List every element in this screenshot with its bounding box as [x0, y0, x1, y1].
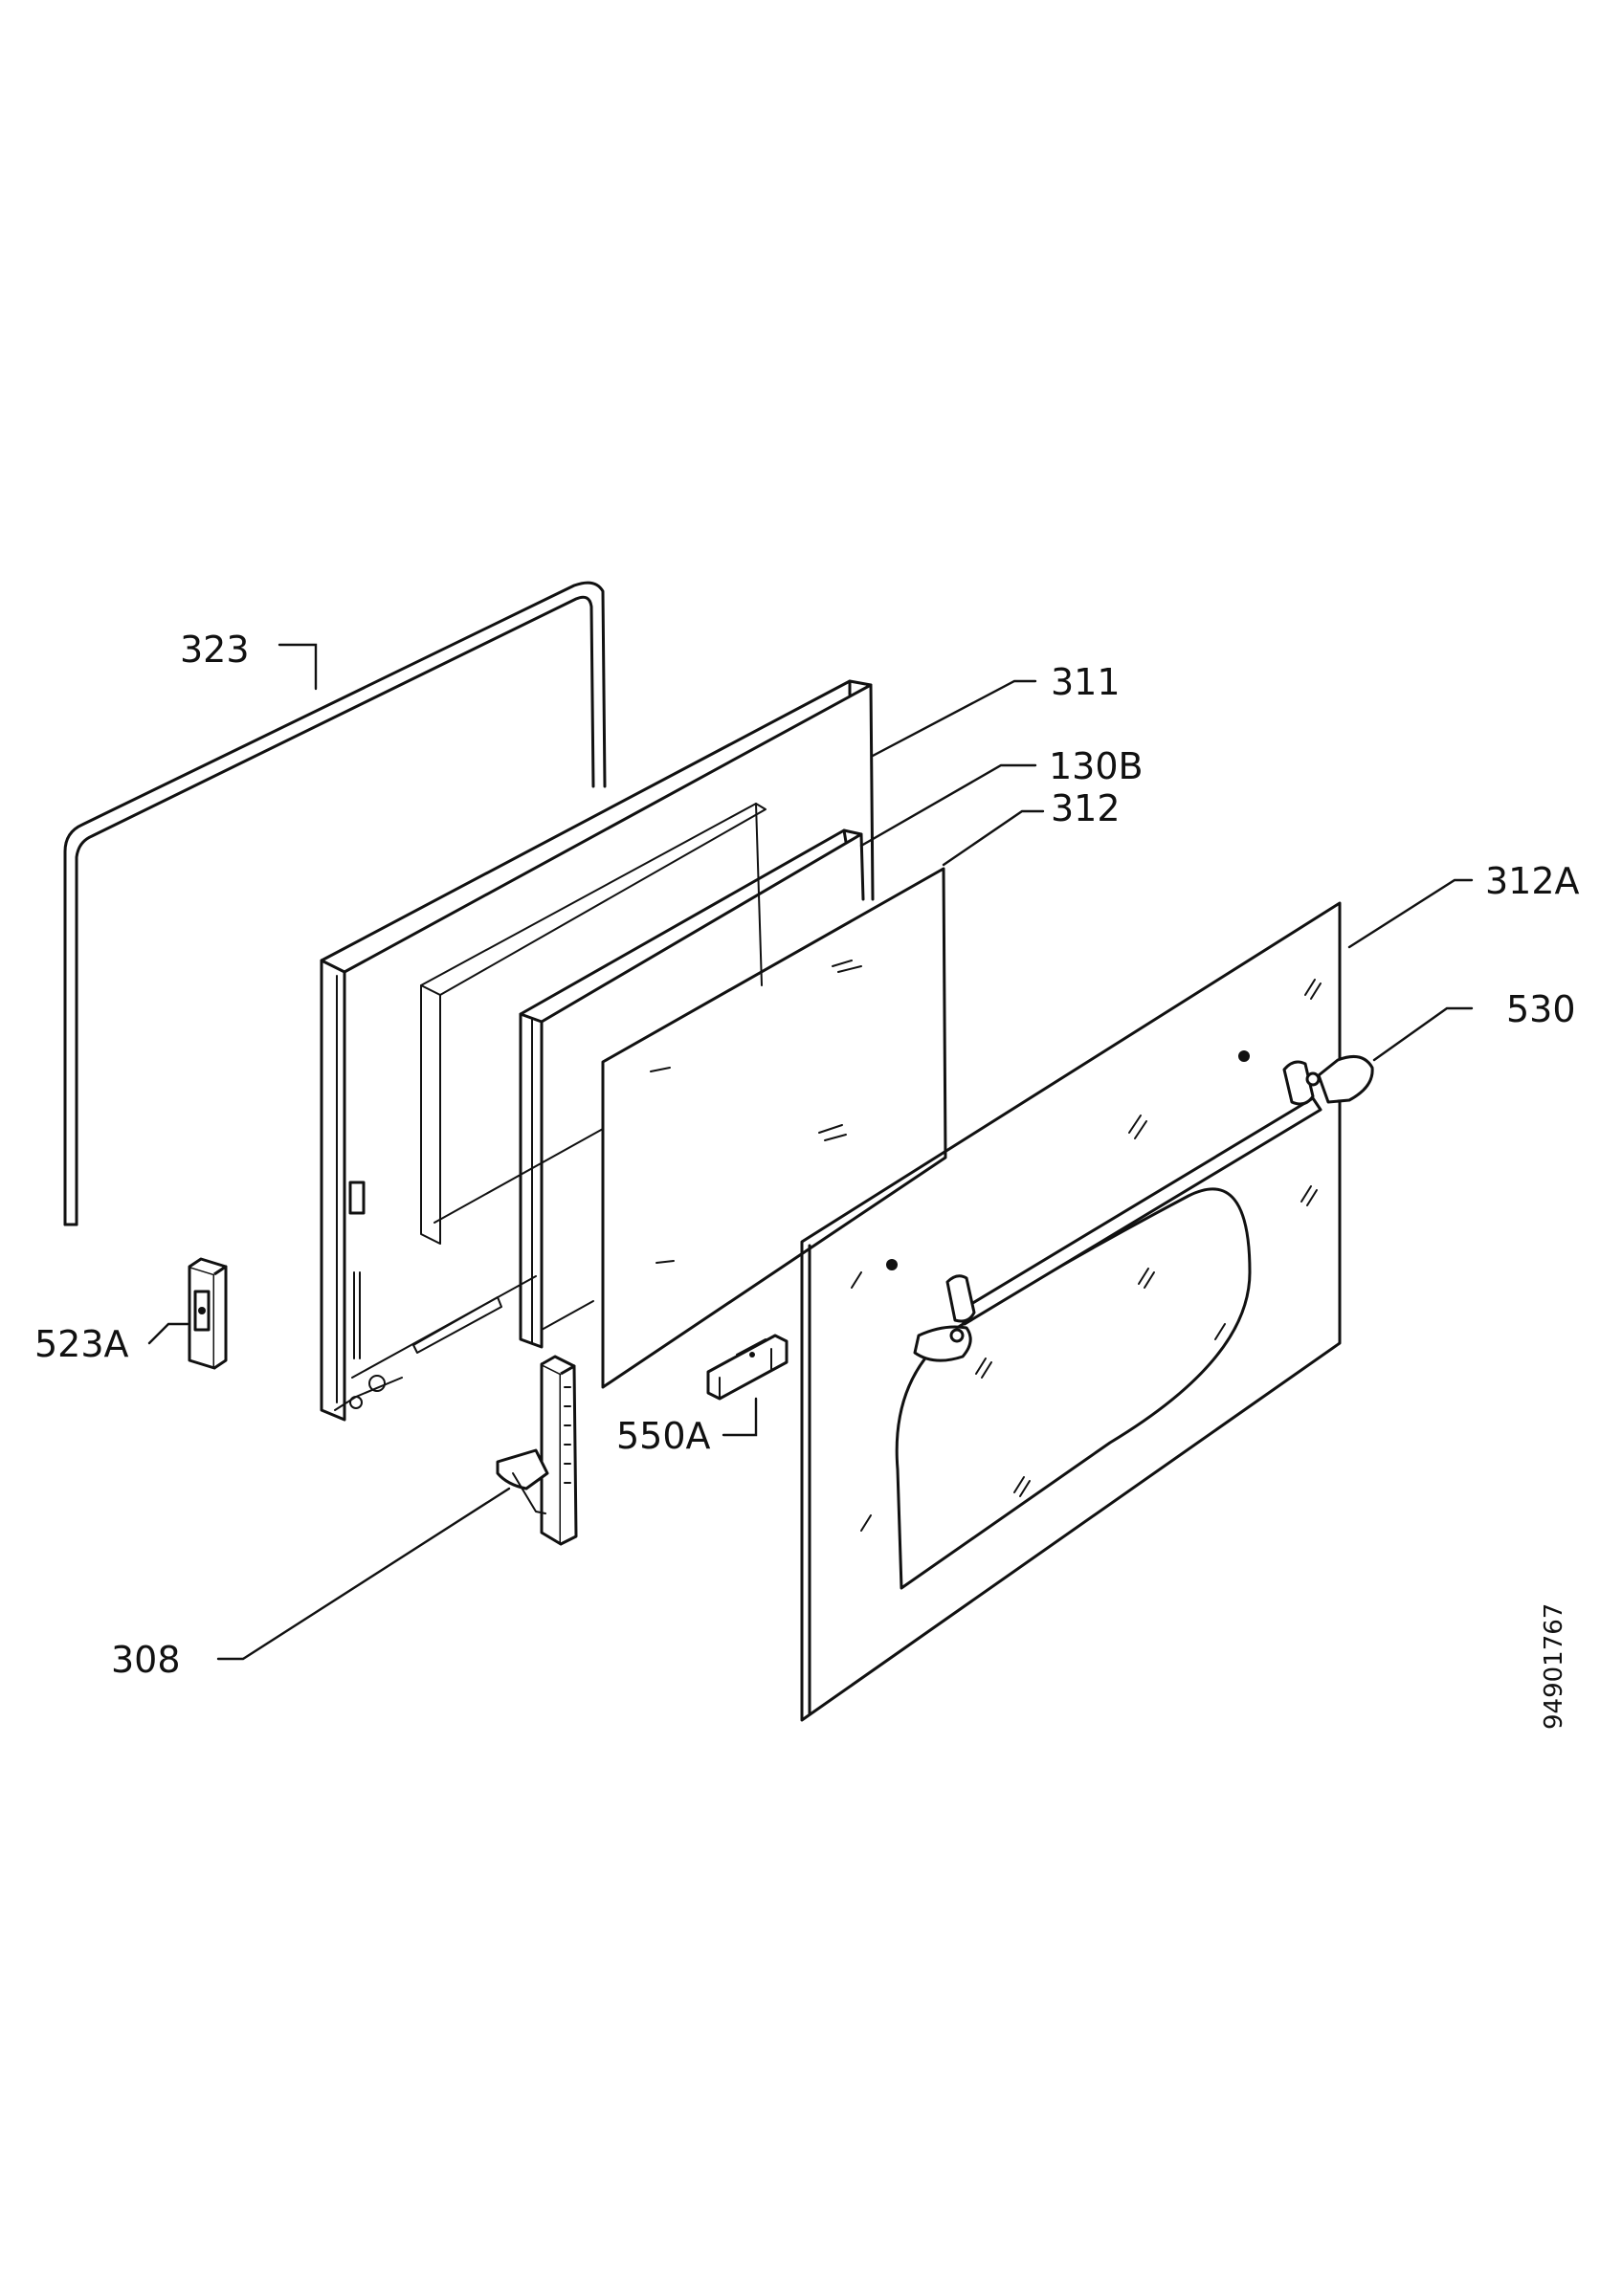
callout-323: 323 [180, 629, 250, 671]
part-312-inner-glass [601, 867, 947, 1389]
callout-530: 530 [1506, 988, 1576, 1030]
leader-550a [722, 1397, 758, 1437]
part-312a-outer-glass [800, 901, 1342, 1722]
callout-308: 308 [111, 1639, 181, 1681]
part-130b-glass-gasket [519, 828, 865, 1349]
callout-311: 311 [1051, 661, 1121, 703]
document-number: 94901767 [1540, 1603, 1568, 1730]
callout-312: 312 [1051, 787, 1121, 829]
callout-550a: 550A [616, 1415, 711, 1457]
leader-530 [1372, 1006, 1474, 1062]
part-523a-switch [188, 1257, 228, 1370]
leader-323 [278, 643, 318, 691]
callout-523a: 523A [34, 1323, 129, 1365]
leader-308 [216, 1487, 511, 1661]
part-530-handle [913, 1054, 1374, 1362]
callout-130b: 130B [1049, 745, 1144, 787]
leader-311 [871, 679, 1037, 758]
part-550a-bracket [706, 1334, 789, 1401]
leader-130b [859, 763, 1037, 848]
leader-312 [942, 809, 1045, 867]
leader-312a [1347, 878, 1474, 949]
part-323-door-seal [63, 581, 607, 1226]
part-311-inner-frame [320, 679, 875, 1422]
part-308-hinge [496, 1355, 578, 1546]
leader-523a [147, 1322, 189, 1345]
callout-312a: 312A [1485, 860, 1580, 902]
